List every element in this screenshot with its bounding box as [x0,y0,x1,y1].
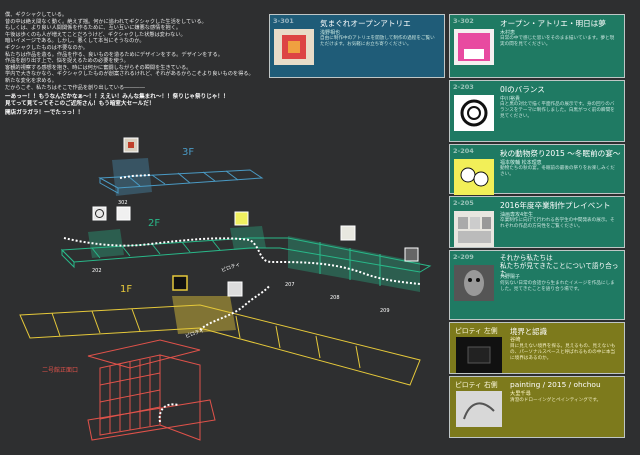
room-label-202: 202 [92,268,102,274]
artwork-thumbnail [456,337,502,373]
card-room: ピロティ 右側 [455,381,498,389]
card-title: painting / 2015 / ohchou [510,380,601,389]
card-room: 2-204 [453,147,474,155]
room-label-209: 209 [380,308,390,314]
card-author: 福本敬輔 松本理恵 [500,160,542,166]
card-3-301[interactable]: 3-301 気まぐれオープンアトリエ 浅野相也 自由に制作中のアトリエを開放して… [269,14,445,78]
floor-1f [19,296,421,386]
artwork-thumbnail [454,29,494,65]
floor-label-3f: 3F [182,147,194,158]
intro-line: 学内で大きなかなら、ギクシャクしたものが創案されるけれど、それがあるからこそより… [5,71,254,78]
card-desc: 目に見えない境界を探る。見えるもの、見えないもの、パーソナルスペースと呼ばれるも… [510,344,616,361]
thumb-209 [404,247,419,262]
artwork-thumbnail [454,95,494,131]
card-author: 大里千尋 [510,391,531,397]
card-author: 木村恵 [500,30,516,36]
thumb-pilotis-left [172,275,188,291]
intro-paragraph: 僕、ギクシャクしている。 昔の中は絶え間なく動く。絶えず揺。何かに追われてギクシ… [5,12,260,91]
thumb-204 [234,211,249,226]
card-desc: 動物たちの秋の宴。冬眠前の最後の祭りをお楽しみください。 [500,166,615,177]
card-room: ピロティ 左側 [455,327,498,335]
card-title: 0Iのバランス [500,85,545,94]
thumb-202 [116,206,131,221]
intro-shout-1: 一あっー！！もうなんだかなぁ〜！！ええい！みんな集まれ〜！！祭りじゃ祭りじゃ！！ [5,94,229,101]
card-room: 2-209 [453,253,474,261]
rooms-207-209-highlight [288,236,420,292]
card-author: 谷崎 [510,337,521,343]
card-author: 大野陽子 [500,274,521,280]
artwork-thumbnail [454,211,494,247]
artwork-thumbnail [454,265,494,301]
floor-label-2f: 2F [148,218,160,229]
card-title: 境界と認識 [510,327,547,336]
route-2f [63,237,421,285]
room-202-highlight [88,229,124,258]
intro-line: 作品を創り出す上で、悩を捉えるための必要を使う。 [5,58,129,65]
card-title: 秋の動物祭り2015 〜冬眠前の宴〜 [500,149,621,158]
intro-shout-3: 開店ガラガラ！一でたっっ！！ [5,110,84,117]
card-title: オープン・アトリエ・明日は夢 [500,19,606,28]
intro-line: 暗いイメージである。しかし、悪くして本当にそうなのか。 [5,38,145,45]
floor-label-1f: 1F [120,284,132,295]
intro-line: ギクシャクしたものは不要なのか。 [5,44,88,51]
intro-line: 客観的視察する感想を抱き、時には何かに奮闘しながらその瞬間を生きている。 [5,64,192,71]
intro-shout-2: 見てって見てってそこのご近所さん！もう暗室大セールだ！ [5,100,155,107]
card-author: 中川裕貴 [500,96,521,102]
intro-line: 昔の中は絶え間なく動く。絶えず揺。何かに追われてギクシャクした生活をしている。 [5,18,207,25]
intro-line: 午後は歩くのも人が増えてことだろうけど、ギクシャクした状態は変わない。 [5,31,186,38]
card-title: それから私たちは 私たちが見てきたことについて語り合った [500,254,619,278]
intro-line: もしくは、より良い人間関係を作るために、互い互いに嫌悪な感情を抱く。 [5,25,182,32]
map-thumbnails [92,137,419,297]
card-author: 油画専攻4年生 [500,212,534,218]
card-desc: 白と黒の対比で描く平面作品の展示です。身の回りのバランスをテーマに制作しました。… [500,102,615,119]
floor-2f [60,226,432,292]
pilotis-label-2f: ピロティ [221,262,242,274]
card-2-209[interactable]: 2-209 それから私たちは 私たちが見てきたことについて語り合った 大野陽子 … [449,250,625,320]
route-1f [199,284,271,331]
intro-line: 僕、ギクシャクしている。 [5,12,68,18]
card-title: 2016年度卒業制作プレイベント [500,201,611,210]
card-desc: 何気ない日常の会話から生まれたイメージを作品にしました。見てきたことを語り合う場… [500,281,615,292]
intro-line: だからこそ、私たちはそこで作品を創り出している―――― [5,84,145,91]
card-room: 2-205 [453,199,474,207]
card-desc: 清澄のドローイングとペインティングです。 [510,398,602,403]
card-desc: 自由に制作中のアトリエを開放して制作の過程をご覧いただけます。お気軽にお立ち寄り… [320,36,435,47]
thumb-205 [340,225,356,241]
card-author: 浅野相也 [320,30,341,36]
card-pilotis-right[interactable]: ピロティ 右側 painting / 2015 / ohchou 大里千尋 清澄… [449,376,625,438]
thumb-pilotis-right [227,281,243,297]
card-room: 3-302 [453,17,474,25]
artwork-thumbnail [456,391,502,427]
card-2-204[interactable]: 2-204 秋の動物祭り2015 〜冬眠前の宴〜 福本敬輔 松本理恵 動物たちの… [449,144,625,195]
entrance-label: 二号館正面口 [42,366,78,374]
card-2-205[interactable]: 2-205 2016年度卒業制作プレイベント 油画専攻4年生 卒業制作に向けて行… [449,196,625,248]
card-title: 気まぐれオープンアトリエ [320,19,411,28]
card-room: 2-203 [453,83,474,91]
intro-line: 新たな変化を求める。 [5,77,57,84]
card-room: 3-301 [273,17,294,25]
room-label-302: 302 [118,200,128,206]
card-3-302[interactable]: 3-302 オープン・アトリエ・明日は夢 木村恵 日常の中で感じた思いをそのまま… [449,14,625,78]
card-2-203[interactable]: 2-203 0Iのバランス 中川裕貴 白と黒の対比で描く平面作品の展示です。身の… [449,80,625,142]
entrance-building [87,339,216,441]
thumb-203 [92,206,107,221]
intro-text: 僕、ギクシャクしている。 昔の中は絶え間なく動く。絶えず揺。何かに追われてギクシ… [5,12,260,120]
card-pilotis-left[interactable]: ピロティ 左側 境界と認識 谷崎 目に見えない境界を探る。見えるもの、見えないも… [449,322,625,374]
route-3f [119,174,151,179]
card-desc: 卒業制作に向けて行われる各学生の中間発表の展示。それぞれの作品の方向性をご覧くだ… [500,218,615,229]
room-label-207: 207 [285,282,295,288]
artwork-thumbnail [454,159,494,195]
artwork-thumbnail [274,29,314,65]
room-label-208: 208 [330,295,340,301]
card-desc: 日常の中で感じた思いをそのまま描いています。夢と現実の間を見てください。 [500,36,615,47]
pilotis-highlight [172,296,236,334]
intro-shout: 一あっー！！もうなんだかなぁ〜！！ええい！みんな集まれ〜！！祭りじゃ祭りじゃ！！… [5,94,260,107]
intro-line: 私たちは作品を造る。作品を作る、良いものを造るためにデザインをする。デザインをす… [5,51,223,58]
